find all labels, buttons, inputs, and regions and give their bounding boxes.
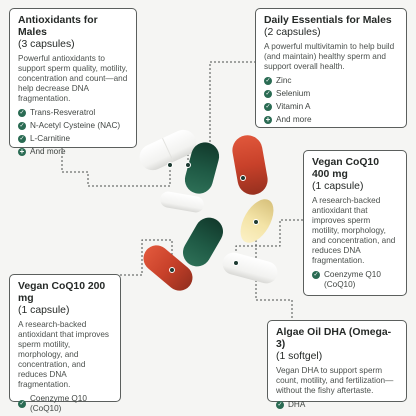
ingredient-label: Coenzyme Q10 (CoQ10) (30, 394, 87, 413)
ingredient-list: ✓ Coenzyme Q10 (CoQ10) (18, 394, 113, 414)
check-circle-icon: ✓ (312, 271, 320, 279)
check-circle-icon: ✓ (276, 401, 284, 409)
more-item: + And more (18, 147, 129, 157)
more-item: + And more (264, 115, 399, 125)
card-subtitle: (2 capsules) (264, 27, 321, 38)
ingredient-item: ✓ Coenzyme Q10 (CoQ10) (18, 394, 113, 414)
dot-red-upper (240, 175, 246, 181)
plus-circle-icon: + (18, 147, 26, 156)
card-title: Vegan CoQ10 200 mg (18, 281, 106, 304)
ingredient-list: ✓ DHA (276, 400, 399, 410)
ingredient-label: Coenzyme Q10 (CoQ10) (324, 270, 381, 289)
ingredient-label: L-Carnitine (30, 134, 71, 143)
more-label: And more (276, 115, 312, 124)
ingredient-label: Trans-Resveratrol (30, 108, 96, 117)
ingredient-label: Selenium (276, 89, 311, 98)
card-title: Antioxidants for Males (18, 15, 98, 38)
connector-coq10-400 (235, 219, 303, 258)
ingredient-label: DHA (288, 400, 306, 409)
card-coq10-200: Vegan CoQ10 200 mg (1 capsule) A researc… (9, 274, 121, 413)
check-circle-icon: ✓ (264, 77, 272, 85)
dot-white-bottom (233, 260, 239, 266)
card-description: A research-backed antioxidant that impro… (312, 196, 396, 265)
connector-dots (167, 162, 259, 273)
card-subtitle: (1 capsule) (18, 305, 70, 316)
green-capsule-top (184, 142, 220, 194)
card-coq10-400: Vegan CoQ10 400 mg (1 capsule) A researc… (303, 150, 407, 296)
ingredient-item: ✓ Coenzyme Q10 (CoQ10) (312, 270, 399, 290)
dot-antioxidants (167, 162, 173, 168)
card-antioxidants: Antioxidants for Males (3 capsules) Powe… (9, 8, 137, 156)
check-circle-icon: ✓ (264, 90, 272, 98)
ingredient-list: ✓ Coenzyme Q10 (CoQ10) (312, 270, 399, 290)
ingredient-item: ✓ Selenium (264, 89, 399, 99)
check-circle-icon: ✓ (18, 135, 26, 143)
card-daily-essentials: Daily Essentials for Males (2 capsules) … (255, 8, 407, 128)
white-capsule-middle (160, 191, 204, 213)
ingredient-item: ✓ L-Carnitine (18, 134, 129, 144)
check-circle-icon: ✓ (264, 103, 272, 111)
check-circle-icon: ✓ (18, 109, 26, 117)
card-title: Vegan CoQ10 400 mg (312, 157, 379, 180)
card-description: Vegan DHA to support sperm count, motili… (276, 366, 394, 395)
white-capsule-bottom (222, 252, 278, 284)
ingredient-label: Zinc (276, 76, 292, 85)
ingredient-item: ✓ N-Acetyl Cysteine (NAC) (18, 121, 129, 131)
more-label: And more (30, 147, 66, 156)
red-capsule-top (232, 135, 268, 195)
ingredient-label: Vitamin A (276, 102, 311, 111)
green-capsule-bottom (183, 217, 223, 267)
card-algae-oil-dha: Algae Oil DHA (Omega-3) (1 softgel) Vega… (267, 320, 407, 409)
ingredient-list: ✓ Zinc ✓ Selenium ✓ Vitamin A + And more (264, 76, 399, 125)
white-capsule-top (139, 129, 197, 171)
ingredient-item: ✓ Zinc (264, 76, 399, 86)
card-description: A powerful multivitamin to help build (a… (264, 42, 395, 71)
card-description: Powerful antioxidants to support sperm q… (18, 54, 128, 103)
connector-antioxidants (61, 148, 171, 187)
dot-softgel (253, 219, 259, 225)
card-title: Algae Oil DHA (Omega-3) (276, 327, 392, 350)
red-capsule-bottom (143, 245, 193, 291)
ingredient-item: ✓ Vitamin A (264, 102, 399, 112)
check-circle-icon: ✓ (18, 400, 26, 408)
connector-coq10-200 (120, 239, 173, 276)
card-title: Daily Essentials for Males (264, 15, 392, 26)
card-subtitle: (1 softgel) (276, 351, 323, 362)
ingredient-list: ✓ Trans-Resveratrol ✓ N-Acetyl Cysteine (N… (18, 108, 129, 157)
capsules (139, 129, 278, 291)
card-description: A research-backed antioxidant that impro… (18, 320, 110, 389)
ingredient-item: ✓ DHA (276, 400, 399, 410)
check-circle-icon: ✓ (18, 122, 26, 130)
card-subtitle: (3 capsules) (18, 39, 75, 50)
dot-red-lower (169, 267, 175, 273)
ingredient-label: N-Acetyl Cysteine (NAC) (30, 121, 121, 130)
dot-daily (185, 162, 191, 168)
card-subtitle: (1 capsule) (312, 181, 364, 192)
plus-circle-icon: + (264, 115, 272, 124)
ingredient-item: ✓ Trans-Resveratrol (18, 108, 129, 118)
